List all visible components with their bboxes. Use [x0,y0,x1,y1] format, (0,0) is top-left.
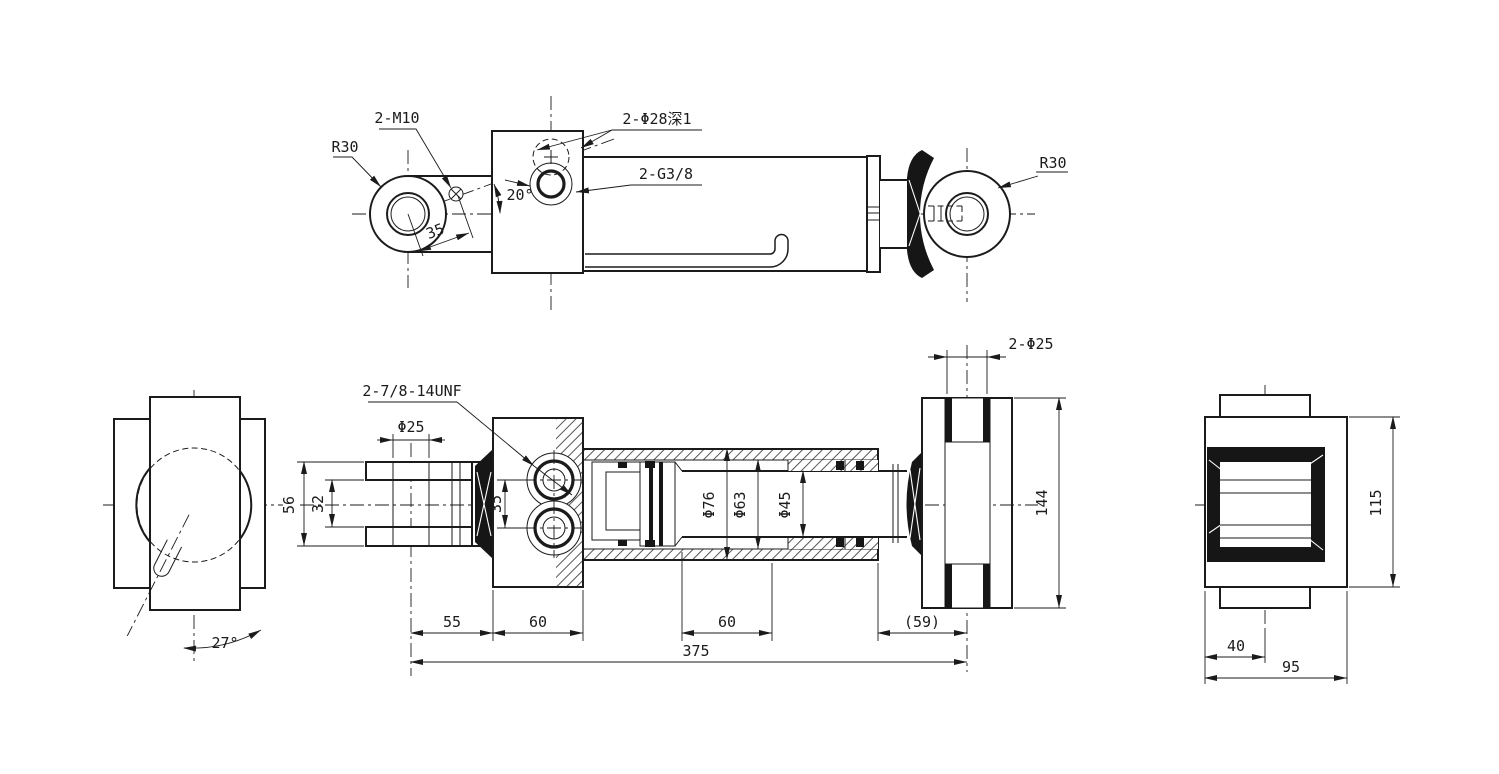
rod-boot-section [906,452,922,556]
dim-label-unf: 2-7/8-14UNF [362,382,461,400]
dim-label-angle20: 20° [506,186,533,204]
dim-label-40: 40 [1227,637,1245,655]
dim-label-55: 55 [443,613,461,631]
clevis-pin-hole [392,462,430,546]
dim-label-phi25: Φ25 [397,418,424,436]
rod-gland [788,460,878,471]
head-block-top [491,130,584,274]
dim-label-375: 375 [682,642,709,660]
top-view: R30 2-M10 2-Φ28深1 2-G3/8 20° 35 R30 [331,96,1068,312]
clevis-upper-plate [365,461,473,481]
dim-label-g38: 2-G3/8 [639,165,693,183]
left-view-flange-left [113,418,151,589]
dim-label-115: 115 [1367,489,1385,516]
dim-label-144: 144 [1033,489,1051,516]
piston-rod-top [880,179,907,249]
clevis-lower-plate [365,526,473,547]
port-g38 [529,162,573,206]
dim-label-32: 32 [309,495,327,513]
dim-label-60a: 60 [529,613,547,631]
end-view-bottom-tab [1219,586,1311,609]
right-end-view: 115 40 95 [1195,385,1400,684]
left-end-view: 27° [103,390,283,662]
dim-label-60b: 60 [718,613,736,631]
dim-label-95: 95 [1282,658,1300,676]
hydraulic-pipe [585,241,789,268]
dim-label-phi76: Φ76 [700,491,718,518]
dim-label-phi63: Φ63 [731,491,749,518]
dim-label-59: (59) [904,613,940,631]
counterbore-phi28 [532,138,570,176]
dim-label-56: 56 [280,496,298,514]
dim-label-phi45: Φ45 [776,491,794,518]
right-eye-outer [923,170,1011,258]
dim-label-angle27: 27° [211,634,238,652]
left-view-body [149,396,241,611]
front-section-view: 2-7/8-14UNF Φ25 56 32 35 Φ76 Φ63 Φ45 2-Φ… [280,335,1066,676]
piston [639,461,676,547]
dim-label-r30-left: R30 [331,138,358,156]
dim-label-35-ports: 35 [487,495,505,513]
rod-boot-top [907,150,934,278]
rod-gland-top [866,155,881,273]
dim-label-phi28: 2-Φ28深1 [622,110,691,128]
end-view-top-tab [1219,394,1311,418]
boot-frame-end-view [1207,447,1325,562]
dim-label-m10: 2-M10 [374,109,419,127]
dim-label-2phi25: 2-Φ25 [1008,335,1053,353]
left-view-flange-right [239,418,266,589]
dim-label-r30-right: R30 [1039,154,1066,172]
dim-label-35-top: 35 [424,220,447,243]
mounting-block-bore [944,397,991,609]
cylinder-body-top [582,156,868,272]
lug-slot [153,539,183,577]
